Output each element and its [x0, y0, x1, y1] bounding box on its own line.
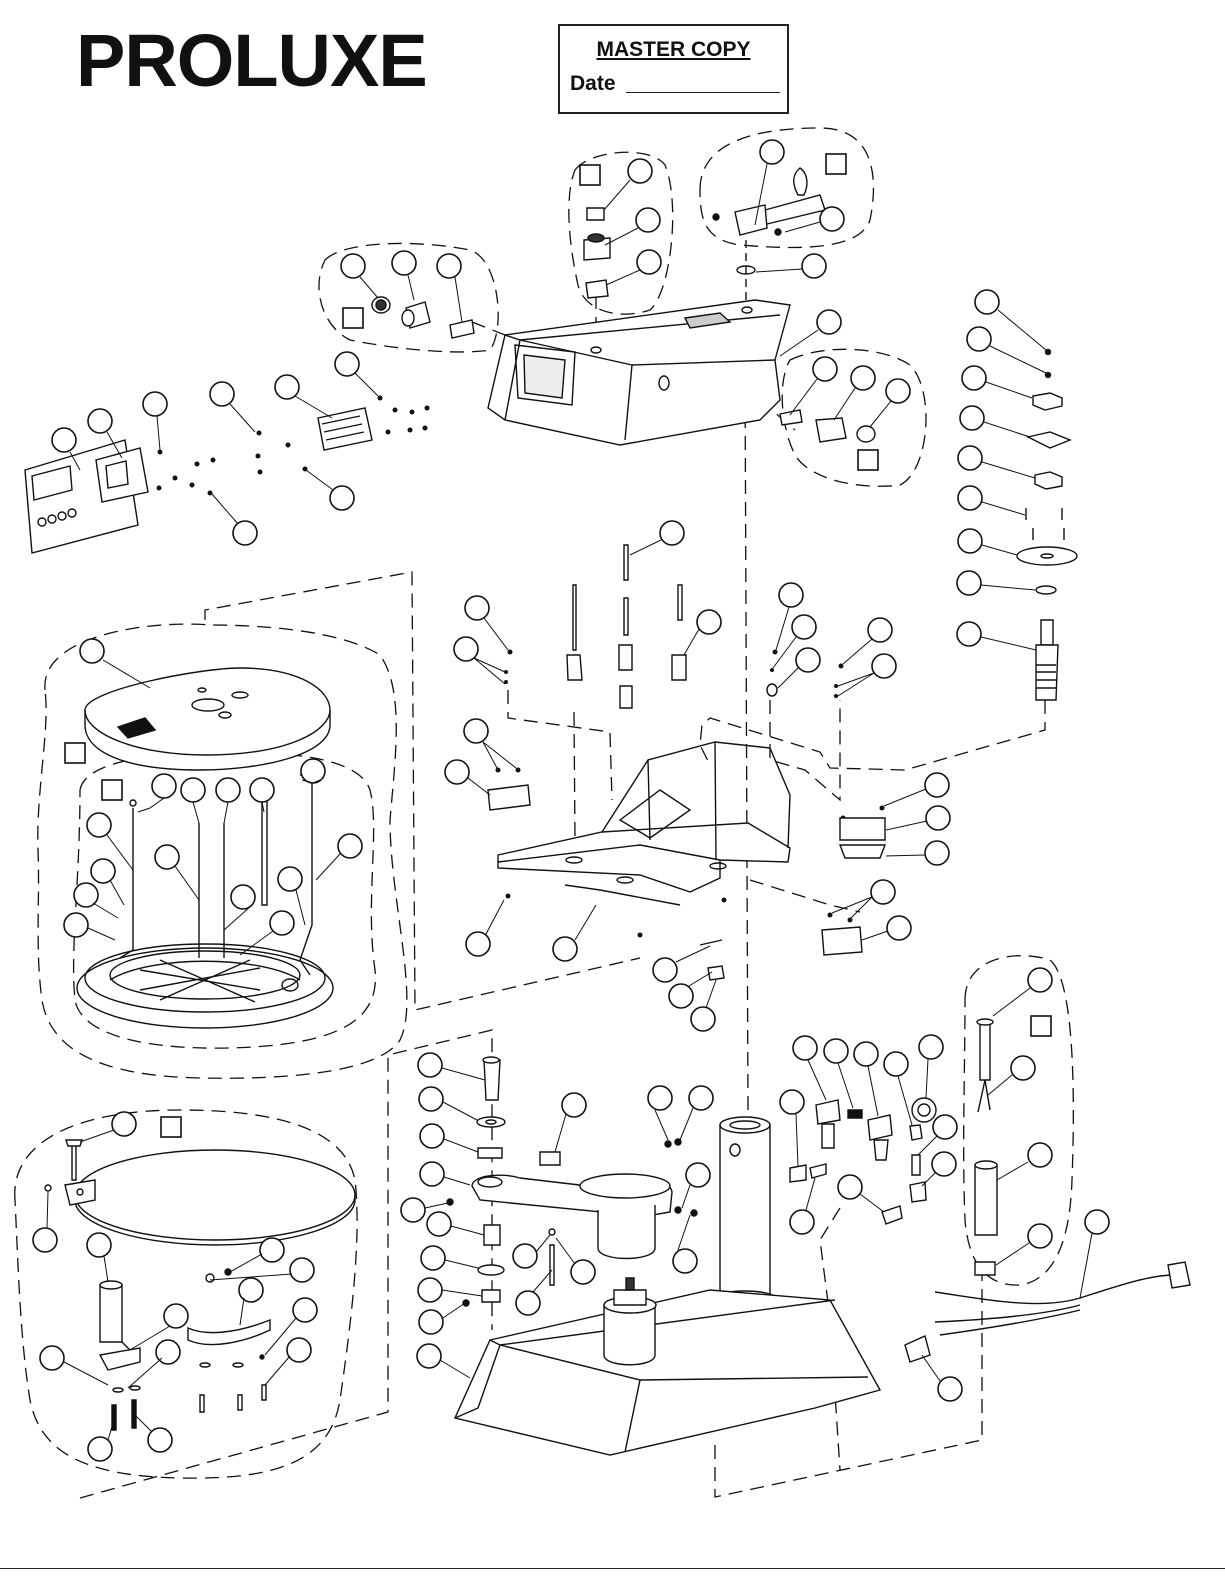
lower-platen	[45, 1140, 355, 1245]
power-cord	[905, 1262, 1190, 1362]
crank-handle	[713, 168, 825, 300]
dash-screws	[508, 690, 612, 800]
transformer	[822, 927, 862, 955]
dash-shaft-right	[700, 700, 1045, 770]
relay	[488, 785, 530, 810]
terminal-base	[840, 845, 885, 858]
top-hood-housing	[488, 300, 790, 445]
grommet	[767, 684, 777, 696]
panel-screws	[157, 396, 430, 496]
dash-right-screws	[770, 700, 840, 800]
frame-pin	[700, 940, 722, 945]
dash-hood-top	[472, 322, 505, 335]
indicator-lamp	[975, 1019, 997, 1275]
dash-shaft-left	[745, 370, 748, 1110]
frame-screws	[496, 650, 885, 938]
footer-rule	[0, 1568, 1225, 1569]
upper-platen	[85, 668, 330, 770]
dash-bolts	[574, 712, 575, 840]
center-bolts	[567, 545, 686, 708]
dash-terminal	[750, 880, 860, 912]
inner-platen	[77, 944, 333, 1028]
right-switch-parts	[780, 410, 875, 442]
lower-arm	[472, 1174, 672, 1259]
terminal-strip	[840, 818, 885, 840]
electrical-components	[790, 1098, 936, 1224]
outline-top-right-handle	[700, 128, 873, 247]
